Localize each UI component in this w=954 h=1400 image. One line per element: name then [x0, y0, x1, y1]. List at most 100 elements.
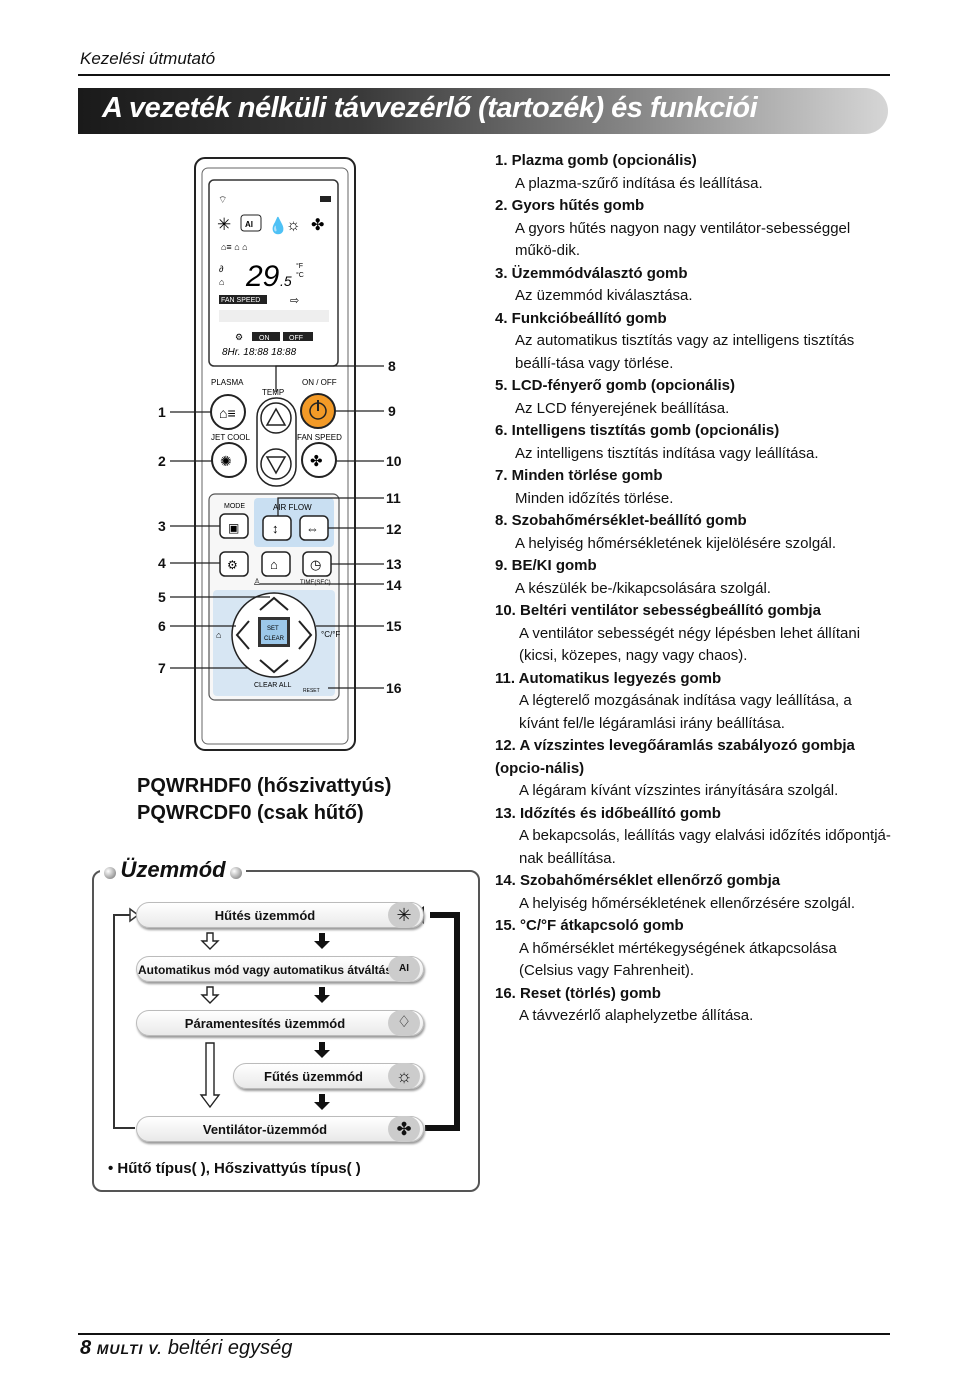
function-title-1: 1. Plazma gomb (opcionális) [495, 152, 697, 169]
svg-text:♙: ♙ [253, 577, 261, 587]
svg-text:☼: ☼ [286, 217, 301, 234]
function-title-14: 14. Szobahőmérséklet ellenőrző gombja [495, 872, 781, 889]
footer: 8 MULTI V. beltéri egység [80, 1337, 292, 1360]
function-title-4: 4. Funkcióbeállító gomb [495, 309, 667, 327]
function-desc-11: A légterelő mozgásának indítása vagy leá… [519, 692, 852, 732]
function-desc-12: A légáram kívánt vízszintes irányítására… [519, 782, 839, 799]
function-desc-7: Minden időzítés törlése. [515, 489, 674, 507]
svg-text:CLEAR: CLEAR [264, 636, 285, 642]
svg-text:💧: 💧 [268, 216, 288, 235]
callout-4: 4 [158, 555, 166, 571]
callout-13: 13 [386, 556, 402, 572]
svg-text:∂: ∂ [219, 264, 224, 274]
svg-text:ON / OFF: ON / OFF [302, 378, 337, 387]
remote-illustration: ⌔ ✳ AI 💧 ☼ ✤ ⌂≡ ⌂ ⌂ ∂ 29 .5 °F °C ⌂ FAN … [158, 157, 402, 751]
function-desc-2: A gyors hűtés nagyon nagy ventilátor-seb… [515, 219, 851, 260]
function-title-15: 15. °C/°F átkapcsoló gomb [495, 917, 684, 934]
svg-text:°C: °C [296, 271, 304, 279]
function-title-13: 13. Időzítés és időbeállító gomb [495, 804, 721, 822]
function-title-5: 5. LCD-fényerő gomb (opcionális) [495, 377, 736, 394]
mode-cooling: Hűtés üzemmód [136, 902, 424, 928]
function-desc-1: A plazma-szűrő indítása és leállítása. [515, 174, 763, 192]
bullet-dot-right [230, 866, 243, 879]
function-title-8: 8. Szobahőmérséklet-beállító gomb [495, 512, 747, 529]
svg-text:PLASMA: PLASMA [211, 378, 244, 387]
function-desc-15: A hőmérséklet mértékegységének átkapcsol… [519, 939, 837, 980]
footer-text: beltéri egység [167, 1337, 293, 1359]
callout-15: 15 [386, 618, 402, 634]
svg-text:✺: ✺ [220, 453, 232, 469]
mode-title-wrap: Üzemmód [100, 857, 247, 887]
callout-2: 2 [158, 453, 166, 469]
svg-text:TEMP: TEMP [262, 388, 284, 397]
svg-text:ON: ON [259, 335, 270, 342]
callout-9: 9 [388, 403, 396, 419]
svg-text:RESET: RESET [303, 688, 320, 694]
lcd-temp: 29 [245, 260, 280, 293]
svg-text:OFF: OFF [289, 335, 303, 342]
function-desc-14: A helyiség hőmérsékletének ellenőrzésére… [519, 894, 856, 912]
svg-text:⚙: ⚙ [227, 558, 238, 572]
callout-10: 10 [386, 453, 402, 469]
running-header: Kezelési útmutató [80, 49, 216, 68]
function-desc-5: Az LCD fényerejének beállítása. [515, 399, 730, 417]
svg-text:⌔: ⌔ [218, 195, 227, 206]
svg-text:MODE: MODE [224, 503, 245, 510]
svg-text:⌂: ⌂ [219, 277, 224, 287]
snowflake-icon: ✳ [388, 902, 420, 928]
drop-icon: ♢ [388, 1010, 420, 1036]
callout-8: 8 [388, 358, 396, 374]
function-desc-9: A készülék be-/kikapcsolására szolgál. [515, 579, 771, 597]
model-name-cooling: PQWRCDF0 (csak hűtő) [137, 802, 364, 824]
svg-text:✤: ✤ [311, 217, 324, 234]
svg-text:↕: ↕ [272, 521, 279, 536]
model-name-heatpump: PQWRHDF0 (hőszivattyús) [137, 775, 392, 797]
callout-16: 16 [386, 680, 402, 696]
function-desc-6: Az intelligens tisztítás indítása vagy l… [515, 444, 819, 462]
page-title: A vezeték nélküli távvezérlő (tartozék) … [102, 92, 758, 124]
bullet-dot-left [104, 866, 116, 879]
ai-icon: AI [388, 956, 420, 982]
svg-text:AIR FLOW: AIR FLOW [273, 503, 312, 512]
function-title-11: 11. Automatikus legyezés gomb [495, 669, 722, 687]
svg-text:TIME(SEC): TIME(SEC) [300, 580, 331, 586]
svg-text:▣: ▣ [228, 521, 239, 535]
function-title-2: 2. Gyors hűtés gomb [495, 197, 645, 214]
function-desc-16: A távvezérlő alaphelyzetbe állítása. [519, 1007, 754, 1024]
svg-text:⌂: ⌂ [216, 630, 221, 640]
svg-text:8Hr. 18:88 18:88: 8Hr. 18:88 18:88 [222, 347, 297, 358]
function-title-9: 9. BE/KI gomb [495, 557, 597, 574]
footer-rule [78, 1333, 890, 1335]
svg-text:CLEAR ALL: CLEAR ALL [254, 682, 291, 689]
svg-text:.5: .5 [280, 273, 292, 289]
mode-legend: • Hűtő típus( ), Hőszivattyús típus( ) [108, 1160, 361, 1177]
svg-text:⌂≡: ⌂≡ [219, 405, 236, 421]
mode-panel [92, 870, 480, 1192]
callout-7: 7 [158, 660, 166, 676]
svg-text:°C/°F: °C/°F [321, 630, 340, 639]
svg-text:SET: SET [267, 626, 279, 632]
function-desc-13: A bekapcsolás, leállítás vagy elalvási i… [519, 827, 891, 867]
svg-text:AI: AI [245, 220, 253, 229]
svg-text:◷: ◷ [310, 557, 321, 572]
function-title-16: 16. Reset (törlés) gomb [495, 984, 661, 1002]
svg-text:°F: °F [296, 262, 303, 270]
header-rule [78, 74, 890, 76]
page-number: 8 [80, 1337, 92, 1359]
mode-auto: Automatikus mód vagy automatikus átváltá… [136, 956, 424, 982]
svg-text:⇨: ⇨ [290, 295, 299, 307]
function-title-3: 3. Üzemmódválasztó gomb [495, 264, 688, 282]
function-title-12: 12. A vízszintes levegőáramlás szabályoz… [495, 737, 855, 777]
fan-icon: ✤ [388, 1116, 420, 1142]
function-title-6: 6. Intelligens tisztítás gomb (opcionáli… [495, 422, 780, 439]
svg-text:⇔: ⇔ [306, 521, 319, 536]
brand-logo: MULTI V. [96, 1341, 163, 1357]
callout-3: 3 [158, 518, 166, 534]
svg-text:⌂: ⌂ [270, 557, 278, 572]
svg-text:✤: ✤ [310, 453, 323, 470]
callout-14: 14 [386, 577, 402, 593]
svg-text:⌂≡ ⌂ ⌂: ⌂≡ ⌂ ⌂ [221, 242, 248, 252]
function-desc-8: A helyiség hőmérsékletének kijelölésére … [515, 534, 837, 552]
callout-1: 1 [158, 404, 166, 420]
mode-dry: Páramentesítés üzemmód [136, 1010, 424, 1036]
